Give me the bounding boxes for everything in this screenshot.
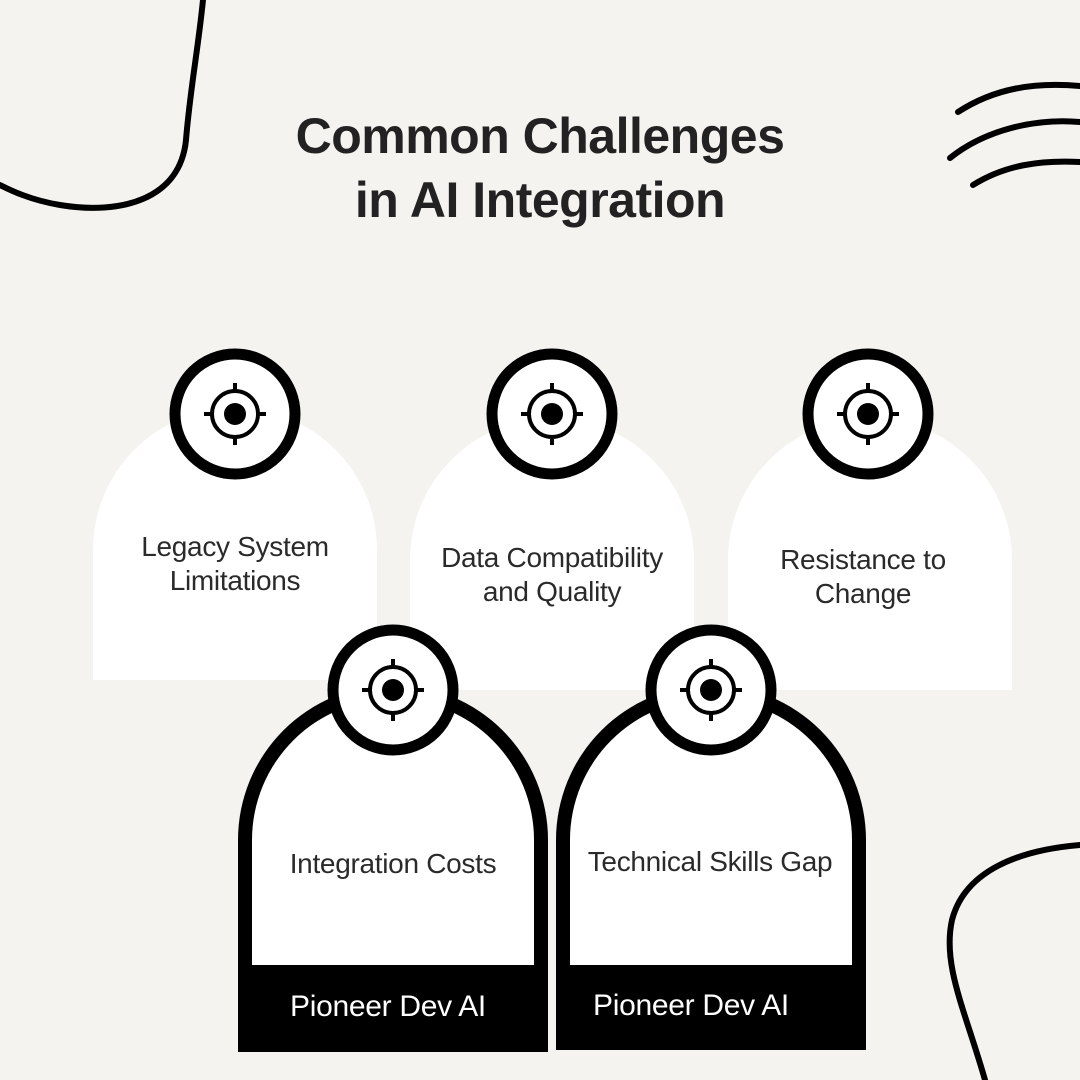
card-label-line: Resistance to (780, 544, 946, 575)
card-label-data: Data Compatibility and Quality (410, 541, 694, 609)
card-footer-brand: Pioneer Dev AI (238, 987, 538, 1027)
brand-label: Pioneer Dev AI (593, 989, 789, 1022)
card-label-costs: Integration Costs (252, 847, 534, 881)
target-icon (169, 348, 301, 480)
card-label-line: Data Compatibility (441, 542, 663, 573)
title-line-2: in AI Integration (354, 172, 726, 228)
card-label-legacy: Legacy System Limitations (93, 530, 377, 598)
target-icon (802, 348, 934, 480)
bottom-right-curve (946, 842, 1080, 1080)
title-line-1: Common Challenges (295, 108, 785, 164)
target-icon (645, 624, 777, 756)
card-label-line: Integration Costs (289, 848, 497, 879)
card-label-skills: Technical Skills Gap (560, 845, 860, 879)
card-label-line: Technical Skills Gap (587, 846, 833, 877)
card-label-line: Limitations (169, 565, 301, 596)
target-icon (486, 348, 618, 480)
brand-label: Pioneer Dev AI (290, 990, 486, 1023)
card-label-resistance: Resistance to Change (728, 543, 998, 611)
target-icon (327, 624, 459, 756)
card-footer-brand: Pioneer Dev AI (556, 986, 826, 1026)
card-label-line: Legacy System (141, 531, 329, 562)
page-title: Common Challenges in AI Integration (0, 104, 1080, 232)
card-label-line: and Quality (482, 576, 622, 607)
card-label-line: Change (814, 578, 912, 609)
